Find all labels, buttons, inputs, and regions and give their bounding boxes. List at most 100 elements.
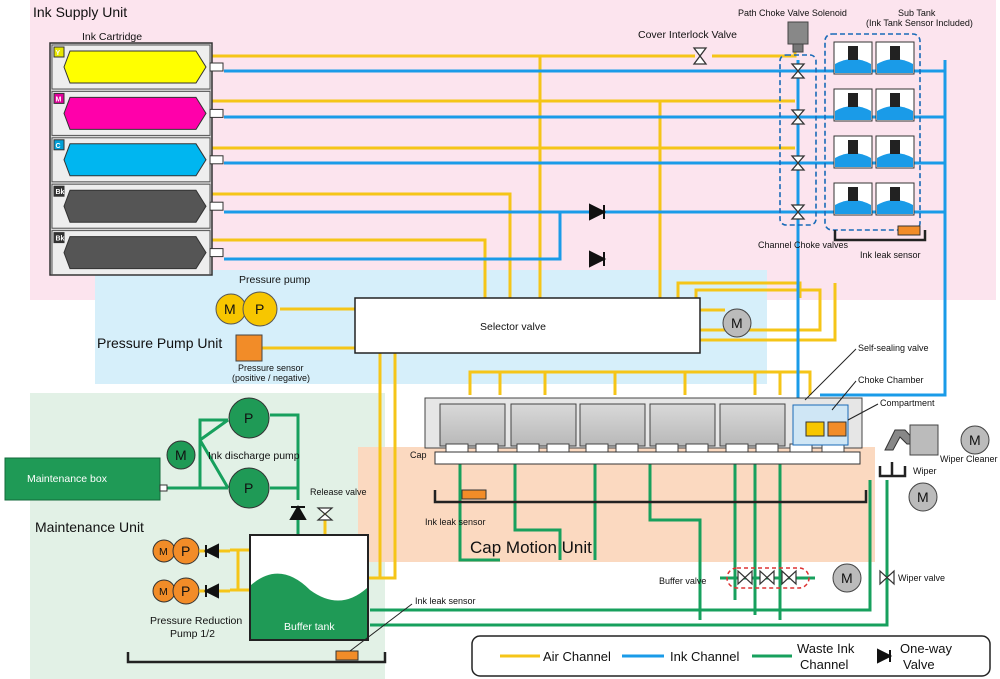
wiper-cleaner-motor <box>960 425 990 455</box>
selector-valve-box <box>354 297 701 354</box>
maintenance-leak-label: Ink leak sensor <box>415 596 476 606</box>
release-valve-label: Release valve <box>310 487 367 497</box>
cap-motion-unit-title: Cap Motion Unit <box>470 538 592 557</box>
legend-oneway-1: One-way <box>900 641 953 656</box>
cartridge-tag <box>53 232 65 244</box>
pressure-pump-text: P <box>255 301 264 317</box>
cartridge-body <box>63 143 207 177</box>
sub-tank-ink <box>835 59 871 73</box>
reduction-motor-1-text: M <box>159 546 168 558</box>
cartridge-port <box>209 248 224 258</box>
cover-interlock-valve-icon <box>692 47 708 65</box>
discharge-motor-text: M <box>175 447 187 463</box>
legend-box <box>471 635 991 677</box>
print-head <box>719 403 786 447</box>
cover-interlock-label: Cover Interlock Valve <box>638 29 737 41</box>
sub-tank-sensor <box>890 93 900 107</box>
buffer-tank-label: Buffer tank <box>284 621 335 633</box>
cartridge-port <box>209 155 224 165</box>
buffer-valve-motor <box>832 563 862 593</box>
selector-valve-label: Selector valve <box>480 321 546 333</box>
cap-motion-region <box>358 447 875 562</box>
sub-tank-sensor <box>890 46 900 60</box>
sub-tank-ink <box>835 153 871 167</box>
sub-tank-ink <box>877 59 913 73</box>
sub-tank-grid <box>833 41 915 216</box>
ink-supply-title: Ink Supply Unit <box>33 4 127 20</box>
compartment-label: Compartment <box>880 398 935 408</box>
wiper-motor-text: M <box>917 489 929 505</box>
sub-tank-sensor <box>890 187 900 201</box>
cartridge-body <box>63 50 207 84</box>
buffer-valve-box <box>726 567 810 589</box>
cap-bar <box>434 451 861 465</box>
pressure-pump-label: Pressure pump <box>239 274 310 286</box>
cartridge-body <box>63 189 207 223</box>
reduction-pump-1-text: P <box>181 543 190 559</box>
sub-tank-ink <box>877 153 913 167</box>
choke-valve-icons <box>790 63 806 220</box>
legend-waste-2: Channel <box>800 657 849 672</box>
wiper-cleaner-box <box>909 424 939 456</box>
print-head <box>510 403 577 447</box>
sub-tank-ink <box>835 106 871 120</box>
cap-label: Cap <box>410 450 427 460</box>
pressure-sensor-label: Pressure sensor <box>238 363 304 373</box>
discharge-pump-2 <box>228 467 270 509</box>
print-head <box>649 403 716 447</box>
head-block-row <box>439 403 845 455</box>
detail-callouts <box>804 348 879 421</box>
legend-air: Air Channel <box>543 649 611 664</box>
wiper-cleaner-arm <box>884 429 920 451</box>
discharge-pump-1-text: P <box>244 410 253 426</box>
oneway-valve-icon <box>589 250 607 268</box>
wiper-icon <box>878 462 907 478</box>
discharge-motor <box>166 440 196 470</box>
maintenance-leak-sensor <box>335 650 359 661</box>
cap-leak-label: Ink leak sensor <box>425 517 486 527</box>
wiper-motor <box>908 482 938 512</box>
wiper-valve-label: Wiper valve <box>898 573 945 583</box>
discharge-pump-1 <box>228 397 270 439</box>
legend-ink: Ink Channel <box>670 649 739 664</box>
sub-tank-leak-label: Ink leak sensor <box>860 250 921 260</box>
reduction-oneway-icon <box>203 543 219 559</box>
reduction-oneway-icon <box>203 583 219 599</box>
sub-tank-sensor <box>890 140 900 154</box>
cartridge-tag <box>53 92 65 104</box>
compartment-right <box>827 421 847 437</box>
cartridge-tag-text: C <box>56 143 61 150</box>
reduction-motor-2-text: M <box>159 586 168 598</box>
sub-tank-ink <box>877 106 913 120</box>
buffer-tank-fill <box>251 573 367 639</box>
pressure-sensor-note: (positive / negative) <box>232 373 310 383</box>
cap-leak-sensor <box>461 489 487 500</box>
buffer-motor-text: M <box>841 570 853 586</box>
legend-oneway-2: Valve <box>903 657 935 672</box>
maintenance-box <box>4 457 161 501</box>
sub-tank-ink <box>835 200 871 214</box>
cartridge-port <box>209 201 224 211</box>
cartridge-tag <box>53 185 65 197</box>
ink-discharge-label: Ink discharge pump <box>208 450 300 462</box>
solenoid-stem <box>792 43 804 53</box>
sub-tank-sensor <box>848 140 858 154</box>
cartridge-tag <box>53 46 65 58</box>
waste-ink-lines <box>165 413 889 627</box>
compartment-left <box>805 421 825 437</box>
cartridge-tag-text: Bk <box>56 189 65 196</box>
discharge-pump-2-text: P <box>244 480 253 496</box>
cartridge-port <box>209 62 224 72</box>
selector-motor <box>722 308 752 338</box>
sub-tank-sensor <box>848 93 858 107</box>
selector-motor-text: M <box>731 315 743 331</box>
sub-tank-ink <box>877 200 913 214</box>
choke-chamber-label: Choke Chamber <box>858 375 924 385</box>
cartridge-tag-text: Bk <box>56 236 65 243</box>
buffer-valve-label: Buffer valve <box>659 576 706 586</box>
cartridge-body <box>63 236 207 270</box>
maintenance-unit-title: Maintenance Unit <box>35 519 144 535</box>
ink-cartridge-title: Ink Cartridge <box>82 31 142 43</box>
discharge-oneway-icon <box>289 505 307 520</box>
